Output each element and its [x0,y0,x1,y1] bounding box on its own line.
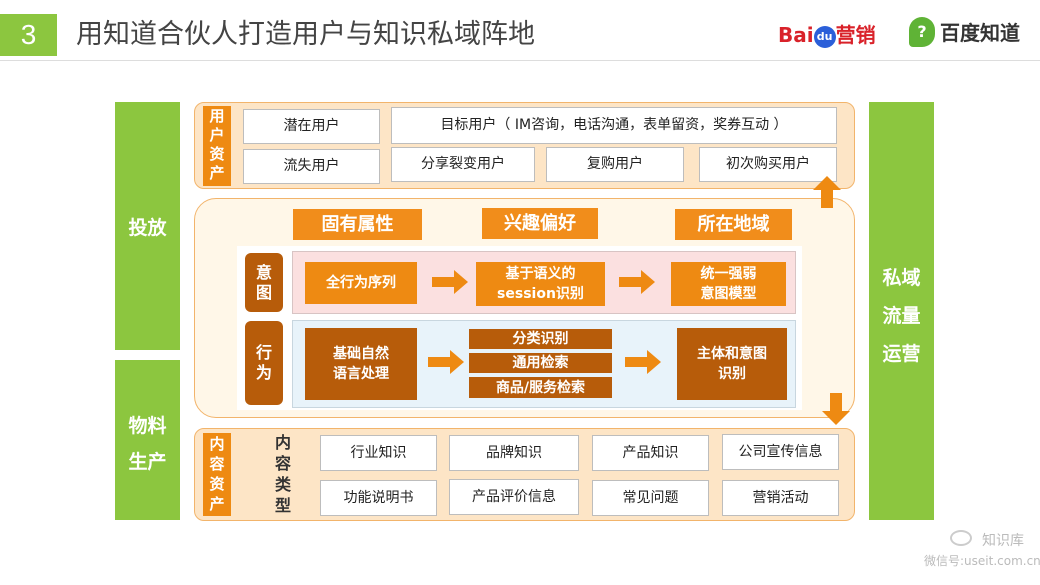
content-type-char: 类 [274,475,291,494]
zhidao-logo-icon: ? [909,17,935,47]
down-arrow-icon [822,411,850,425]
user-box: 复购用户 [546,147,684,182]
content-type-char: 型 [274,496,291,515]
content-assets-tag-char: 容 [209,455,225,473]
behavior-step-line: 基础自然 [333,346,389,362]
intent-step: 全行为序列 [305,262,417,304]
right-arrow-icon [454,270,468,294]
user-box: 目标用户（ IM咨询，电话沟通，表单留资，奖券互动 ） [391,107,837,144]
behavior-step-line: 主体和意图 [697,346,767,362]
attribute-box: 兴趣偏好 [482,208,598,239]
user-assets-tag-char: 户 [209,126,225,144]
behavior-method: 分类识别 [469,329,612,349]
private-traffic-column: 私域 流量 运营 [869,102,934,520]
intent-step-line: session识别 [497,286,584,302]
down-arrow-icon [830,393,842,411]
behavior-label-char: 为 [255,363,272,382]
logo-bai: Bai [778,23,814,47]
wechat-icon [950,530,972,546]
right-arrow-icon [641,270,655,294]
content-box: 产品知识 [592,435,709,471]
material-label-line2: 生产 [128,451,167,473]
content-assets-tag-char: 资 [209,475,225,493]
behavior-method: 通用检索 [469,353,612,373]
logo-yingxiao: 营销 [835,23,876,47]
user-assets-tag-char: 产 [209,164,225,182]
content-assets-tag: 内 容 资 产 [203,433,231,516]
right-arrow-icon [432,277,454,287]
behavior-method: 商品/服务检索 [469,377,612,398]
user-box: 分享裂变用户 [391,147,535,182]
right-arrow-icon [625,357,647,367]
logo-du: du [813,25,836,48]
private-traffic-line3: 运营 [882,343,921,365]
intent-step-line: 意图模型 [700,286,757,302]
content-box: 品牌知识 [449,435,579,471]
private-traffic-line1: 私域 [882,267,921,289]
intent-label-char: 意 [255,262,272,282]
header-divider [0,60,1040,61]
user-assets-tag: 用 户 资 产 [203,106,231,186]
delivery-column: 投放 [115,102,180,350]
right-arrow-icon [619,277,641,287]
material-label-line1: 物料 [128,415,167,437]
intent-step: 统一强弱 意图模型 [671,262,786,306]
right-arrow-icon [450,350,464,374]
delivery-label: 投放 [128,217,167,239]
intent-label: 意 图 [245,253,283,312]
content-box: 营销活动 [722,480,839,516]
right-arrow-icon [428,357,450,367]
material-column: 物料 生产 [115,360,180,520]
user-box: 初次购买用户 [699,147,837,182]
behavior-label: 行 为 [245,321,283,405]
behavior-step: 主体和意图 识别 [677,328,787,400]
up-arrow-icon [821,188,833,208]
behavior-step-line: 语言处理 [333,366,389,382]
watermark-title: 知识库 [982,533,1024,549]
watermark-id: 微信号:useit.com.cn [924,554,1040,568]
behavior-step-line: 识别 [718,366,746,382]
right-arrow-icon [647,350,661,374]
behavior-label-char: 行 [255,343,272,362]
up-arrow-icon [813,176,841,190]
content-box: 行业知识 [320,435,437,471]
user-assets-tag-char: 用 [209,107,225,125]
content-type-char: 内 [274,433,291,452]
intent-step-line: 基于语义的 [505,266,576,282]
content-assets-tag-char: 产 [209,495,225,513]
attribute-box: 固有属性 [293,209,422,240]
user-assets-tag-char: 资 [209,145,225,163]
content-box: 公司宣传信息 [722,434,839,470]
content-type-char: 容 [274,454,291,473]
content-box: 功能说明书 [320,480,437,516]
user-box: 潜在用户 [243,109,380,144]
private-traffic-line2: 流量 [882,305,921,327]
intent-label-char: 图 [255,282,272,302]
content-box: 常见问题 [592,480,709,516]
slide-number: 3 [0,14,57,56]
content-type-label: 内 容 类 型 [268,432,298,518]
behavior-step: 基础自然 语言处理 [305,328,417,400]
content-assets-tag-char: 内 [209,435,225,453]
user-box: 流失用户 [243,149,380,184]
intent-step-line: 统一强弱 [700,266,757,282]
intent-step: 基于语义的 session识别 [476,262,605,306]
page-title: 用知道合伙人打造用户与知识私域阵地 [76,19,535,50]
attribute-box: 所在地域 [675,209,792,240]
zhidao-logo-text: 百度知道 [940,21,1020,45]
content-box: 产品评价信息 [449,479,579,515]
